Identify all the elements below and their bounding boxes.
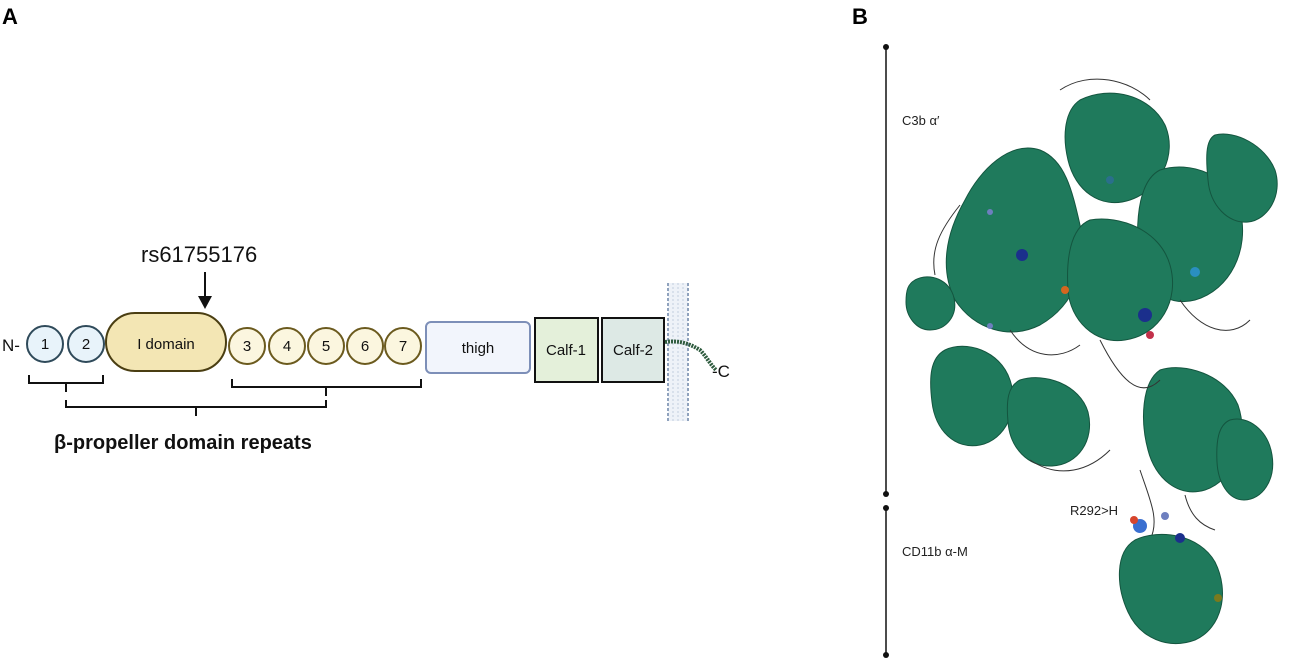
propeller-repeat-6: 6 — [346, 327, 384, 365]
c3b-label: C3b α′ — [902, 113, 940, 128]
mutation-label: R292>H — [1070, 503, 1118, 518]
calf-1-label: Calf-1 — [546, 342, 586, 359]
i-domain-label: I domain — [137, 336, 195, 353]
protein-structure-illustration — [905, 78, 1278, 644]
propeller-repeat-7-label: 7 — [399, 338, 407, 355]
c3b-ribbon — [905, 92, 1278, 501]
variant-arrow — [198, 272, 212, 309]
variant-label: rs61755176 — [141, 242, 257, 267]
propeller-repeat-6-label: 6 — [361, 338, 369, 355]
propeller-repeat-4: 4 — [268, 327, 306, 365]
cell-membrane — [667, 283, 689, 421]
propeller-repeat-5: 5 — [307, 327, 345, 365]
loop-strands — [933, 78, 1251, 541]
propeller-repeat-2-label: 2 — [82, 336, 90, 353]
calf-1-domain: Calf-1 — [534, 317, 599, 383]
propeller-repeat-7: 7 — [384, 327, 422, 365]
propeller-repeat-2: 2 — [67, 325, 105, 363]
cd11b-label: CD11b α-M — [902, 544, 968, 559]
propeller-repeat-1: 1 — [26, 325, 64, 363]
propeller-repeat-3-label: 3 — [243, 338, 251, 355]
propeller-repeat-5-label: 5 — [322, 338, 330, 355]
panel-label-a: A — [2, 4, 18, 29]
calf-2-domain: Calf-2 — [601, 317, 665, 383]
scale-bar-cd11b — [883, 505, 889, 658]
cytoplasmic-tail — [664, 339, 718, 372]
scale-bar-c3b — [883, 44, 889, 497]
bracket-all-repeats — [65, 400, 327, 416]
bracket-caption: β-propeller domain repeats — [54, 432, 312, 454]
n-terminus-label: N- — [2, 336, 20, 355]
c-terminus-label: -C — [712, 362, 730, 381]
propeller-repeat-1-label: 1 — [41, 336, 49, 353]
atom-spheres — [987, 176, 1222, 602]
calf-2-label: Calf-2 — [613, 342, 653, 359]
propeller-repeat-4-label: 4 — [283, 338, 291, 355]
i-domain: I domain — [105, 312, 227, 372]
bracket-repeats-3-7 — [231, 379, 422, 396]
thigh-domain: thigh — [425, 321, 531, 374]
panel-label-b: B — [852, 4, 868, 29]
bracket-repeats-1-2 — [28, 375, 104, 392]
cd11b-ribbon — [1119, 533, 1223, 644]
propeller-repeat-3: 3 — [228, 327, 266, 365]
thigh-label: thigh — [462, 340, 495, 357]
